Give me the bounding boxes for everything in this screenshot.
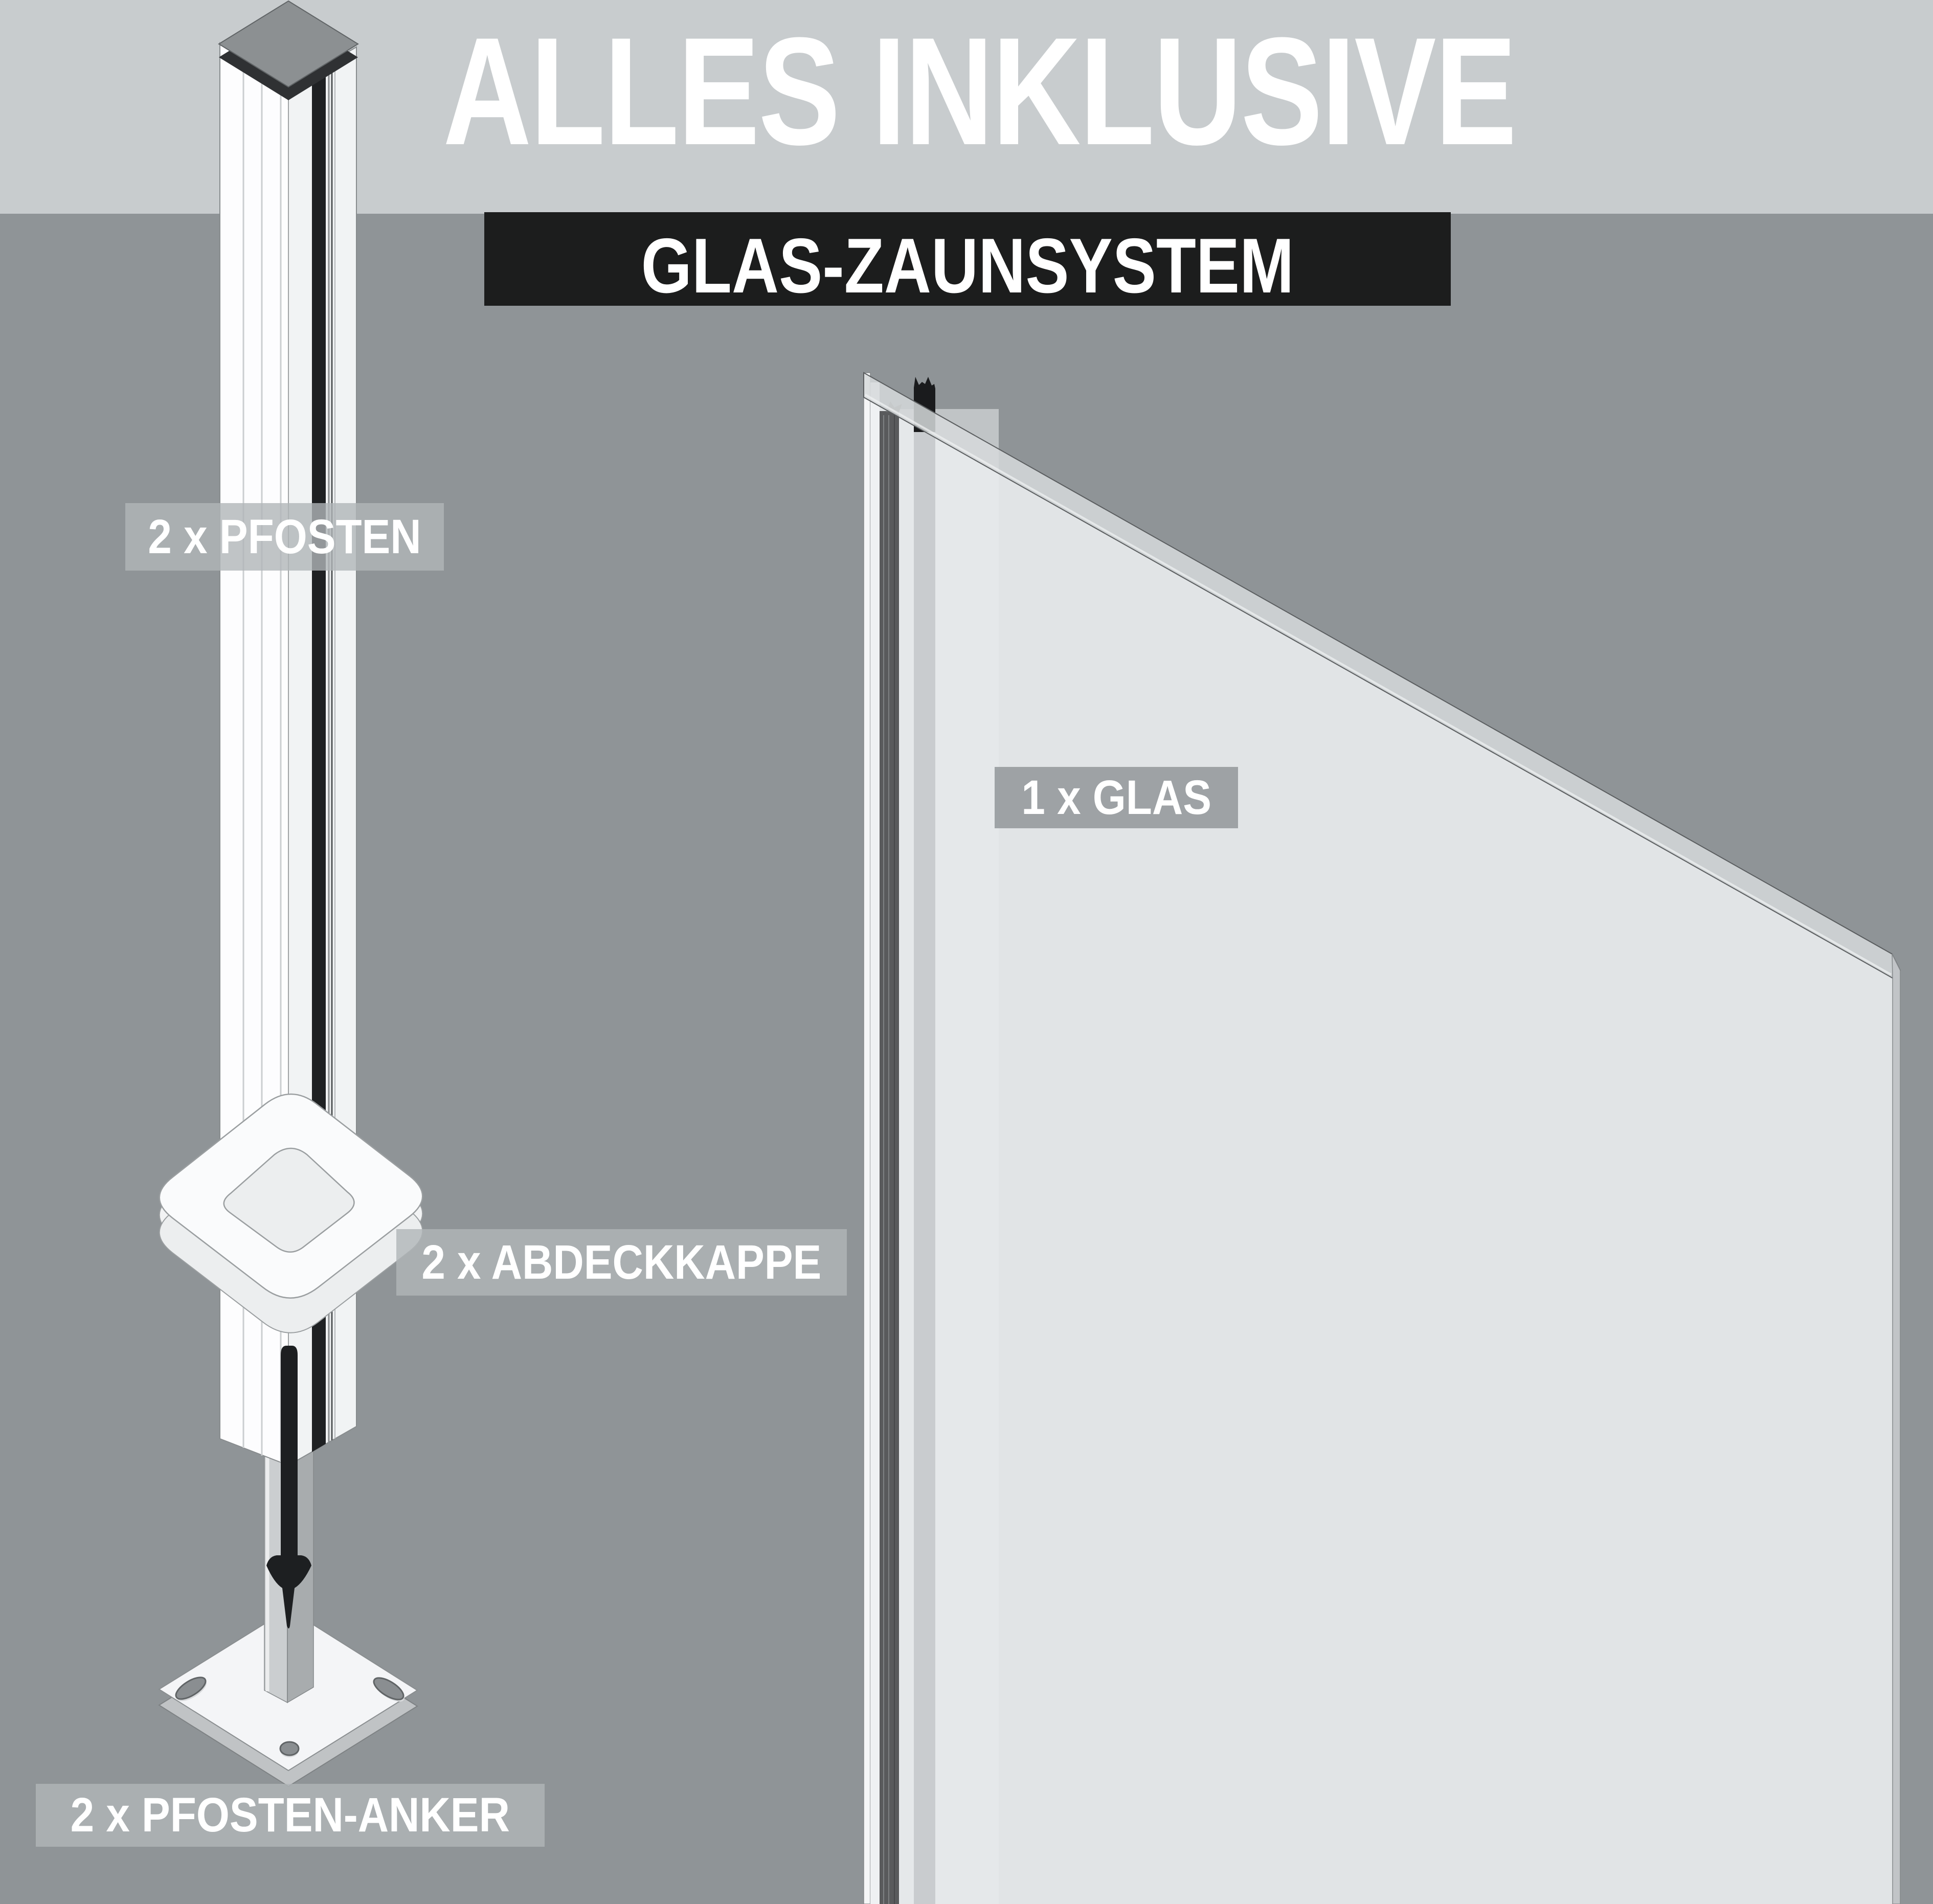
down-arrow-icon: [266, 1346, 311, 1628]
subtitle-banner-text: GLAS-ZAUNSYSTEM: [641, 222, 1294, 309]
post-top-cap: [218, 0, 359, 100]
glass-top-edge-highlight: [865, 394, 1892, 976]
cover-cap-illustration: [159, 1093, 423, 1333]
glass-left-edge: [863, 372, 871, 1904]
label-glass: 1 x GLAS: [995, 767, 1238, 828]
page-title: ALLES INKLUSIVE: [0, 0, 1933, 198]
label-posts: 2 x PFOSTEN: [125, 503, 444, 571]
label-post-anchors: 2 x PFOSTEN-ANKER: [36, 1784, 545, 1847]
glass-panel-illustration: [863, 372, 1901, 1904]
glass-gasket-strip: [880, 401, 902, 1904]
label-glass-text: 1 x GLAS: [1021, 770, 1211, 825]
gasket-shadow-strip: [914, 428, 935, 1904]
anchor-bolt-holes: [175, 1676, 404, 1757]
glass-left-edge-inner: [870, 382, 880, 1904]
glass-face: [864, 397, 1893, 1904]
label-post-anchors-text: 2 x PFOSTEN-ANKER: [70, 1788, 510, 1842]
subtitle-banner: GLAS-ZAUNSYSTEM: [484, 212, 1451, 309]
page-title-text: ALLES INKLUSIVE: [443, 5, 1517, 177]
label-cover-caps: 2 x ABDECKKAPPE: [396, 1229, 847, 1296]
glass-right-edge-band: [1892, 954, 1901, 1904]
label-posts-text: 2 x PFOSTEN: [148, 509, 421, 564]
cover-cap-top: [159, 1093, 423, 1299]
label-cover-caps-text: 2 x ABDECKKAPPE: [421, 1235, 822, 1289]
